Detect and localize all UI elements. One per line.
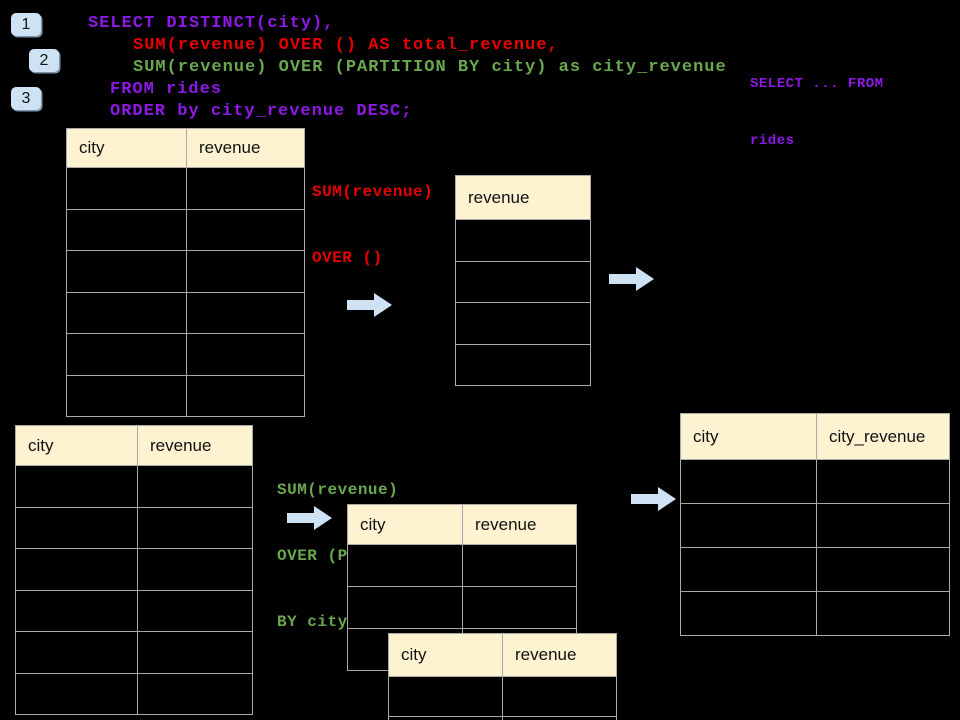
table-cell	[503, 676, 616, 716]
step-badge-1: 1	[11, 13, 41, 36]
table-partition-overlap: city revenue	[388, 633, 617, 720]
arrow-source-to-partition-icon	[287, 506, 332, 530]
table-cell	[187, 374, 304, 417]
table-source-top: city revenue	[66, 128, 305, 417]
table-cell	[463, 628, 576, 670]
table-cell	[348, 586, 463, 628]
table-cell	[138, 548, 252, 590]
table-source-bottom: city revenue	[15, 425, 253, 715]
label-line: SUM(revenue)	[312, 183, 434, 201]
arrow-partition-to-result-icon	[631, 487, 676, 511]
table-cell	[456, 219, 590, 261]
table-cell	[16, 631, 138, 673]
table-cell	[138, 672, 252, 715]
arrow-source-to-total-icon	[347, 293, 392, 317]
table-cell	[67, 291, 187, 333]
note-line: SELECT ... FROM	[750, 76, 884, 92]
label-sum-over-total: SUM(revenue) OVER ()	[312, 137, 433, 313]
note-select-from-rides: SELECT ... FROM rides	[750, 37, 884, 189]
table-cell	[503, 716, 616, 720]
sql-line-sum-total: SUM(revenue) OVER () AS total_revenue,	[133, 36, 559, 55]
sql-line-order: ORDER by city_revenue DESC;	[110, 102, 413, 121]
note-line: rides	[750, 133, 795, 149]
table-cell	[817, 459, 949, 503]
table-cell	[456, 260, 590, 303]
table-cell	[681, 459, 817, 503]
column-header: revenue	[187, 129, 304, 167]
table-cell	[138, 465, 252, 507]
table-cell	[348, 544, 463, 586]
table-cell	[389, 676, 503, 716]
table-cell	[389, 716, 503, 720]
sql-line-from: FROM rides	[110, 80, 223, 99]
sql-line-sum-partition: SUM(revenue) OVER (PARTITION BY city) as…	[133, 58, 727, 77]
column-header: city	[67, 129, 187, 167]
table-cell	[456, 302, 590, 344]
table-cell	[138, 506, 252, 549]
table-cell	[67, 250, 187, 292]
table-cell	[187, 167, 304, 209]
table-cell	[463, 544, 576, 586]
sql-line-select: SELECT DISTINCT(city),	[88, 14, 335, 33]
table-cell	[138, 631, 252, 673]
table-city-revenue-result: city city_revenue	[680, 413, 950, 636]
table-cell	[138, 589, 252, 632]
column-header: city	[681, 414, 817, 459]
table-cell	[16, 589, 138, 631]
table-cell	[681, 547, 817, 591]
table-cell	[16, 506, 138, 548]
table-cell	[67, 333, 187, 375]
table-cell	[817, 547, 949, 591]
table-total-revenue-result: revenue	[455, 175, 591, 386]
step-badge-2: 2	[29, 49, 59, 72]
table-cell	[187, 208, 304, 251]
table-cell	[16, 548, 138, 590]
table-cell	[16, 672, 138, 714]
column-header: revenue	[463, 505, 576, 544]
column-header: city	[16, 426, 138, 465]
table-cell	[463, 586, 576, 628]
table-cell	[456, 343, 590, 386]
label-line: OVER ()	[312, 249, 383, 267]
label-line: BY city)	[277, 613, 358, 631]
column-header: revenue	[456, 176, 590, 219]
column-header: revenue	[503, 634, 616, 676]
table-cell	[187, 333, 304, 375]
table-cell	[681, 503, 817, 547]
column-header: city_revenue	[817, 414, 949, 459]
table-cell	[187, 291, 304, 334]
table-cell	[187, 250, 304, 292]
column-header: city	[389, 634, 503, 676]
arrow-total-out-icon	[609, 267, 654, 291]
table-cell	[681, 591, 817, 635]
step-badge-3: 3	[11, 87, 41, 110]
column-header: city	[348, 505, 463, 544]
table-cell	[67, 374, 187, 416]
table-cell	[67, 167, 187, 209]
column-header: revenue	[138, 426, 252, 465]
table-cell	[67, 208, 187, 250]
table-cell	[817, 591, 949, 635]
label-line: SUM(revenue)	[277, 481, 399, 499]
table-cell	[16, 465, 138, 507]
table-cell	[817, 503, 949, 547]
